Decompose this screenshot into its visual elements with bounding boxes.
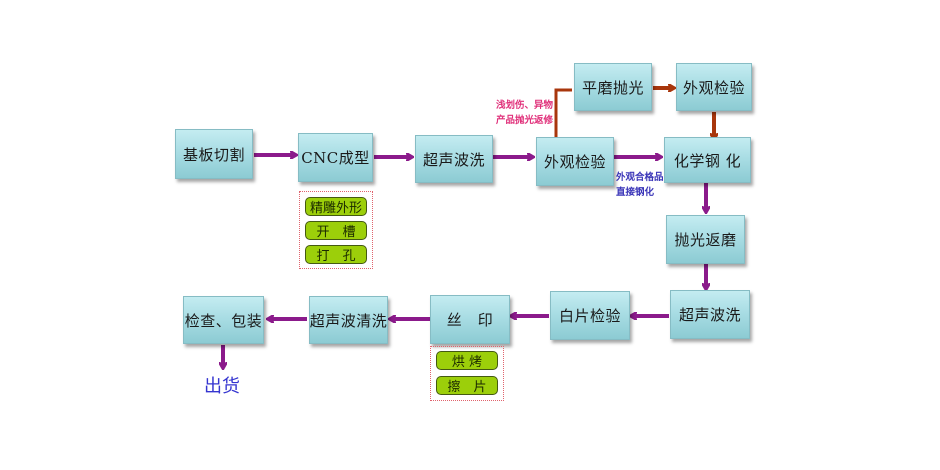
step-flat-polishing: 平磨抛光 bbox=[574, 63, 652, 111]
step-ultrasonic-cleaning: 超声波清洗 bbox=[309, 296, 388, 344]
rework-note-line2: 产品抛光返修 bbox=[496, 115, 554, 126]
step-ultrasonic-wash-2: 超声波洗 bbox=[670, 290, 750, 339]
step-chemical-tempering: 化学钢 化 bbox=[664, 137, 751, 183]
step-ultrasonic-wash-1: 超声波洗 bbox=[415, 135, 493, 183]
shipment-label: 出货 bbox=[204, 376, 240, 397]
step-silk-printing: 丝 印 bbox=[430, 295, 510, 344]
print-substeps-group: 烘 烤 擦 片 bbox=[430, 346, 504, 401]
substep-fine-carving: 精雕外形 bbox=[305, 197, 367, 216]
step-inspect-pack: 检查、包装 bbox=[183, 296, 264, 344]
pass-note: 外观合格品 直接钢化 bbox=[616, 170, 664, 200]
pass-note-line1: 外观合格品 bbox=[616, 172, 664, 183]
rework-note: 浅划伤、异物 产品抛光返修 bbox=[496, 98, 553, 128]
step-polish-rework: 抛光返磨 bbox=[666, 215, 745, 264]
step-cnc-forming: CNC成型 bbox=[298, 133, 373, 182]
pass-note-line2: 直接钢化 bbox=[616, 187, 655, 198]
step-visual-inspection-1: 外观检验 bbox=[536, 137, 614, 186]
substep-baking: 烘 烤 bbox=[436, 351, 498, 370]
rework-note-line1: 浅划伤、异物 bbox=[496, 100, 554, 111]
arrow-inspect-to-polish bbox=[554, 88, 572, 138]
step-substrate-cutting: 基板切割 bbox=[175, 129, 253, 179]
cnc-substeps-group: 精雕外形 开 槽 打 孔 bbox=[299, 191, 373, 269]
step-visual-inspection-2: 外观检验 bbox=[676, 63, 752, 111]
substep-drilling: 打 孔 bbox=[305, 245, 367, 264]
substep-slotting: 开 槽 bbox=[305, 221, 367, 240]
step-blank-inspection: 白片检验 bbox=[550, 291, 630, 340]
substep-wiping: 擦 片 bbox=[436, 376, 498, 395]
